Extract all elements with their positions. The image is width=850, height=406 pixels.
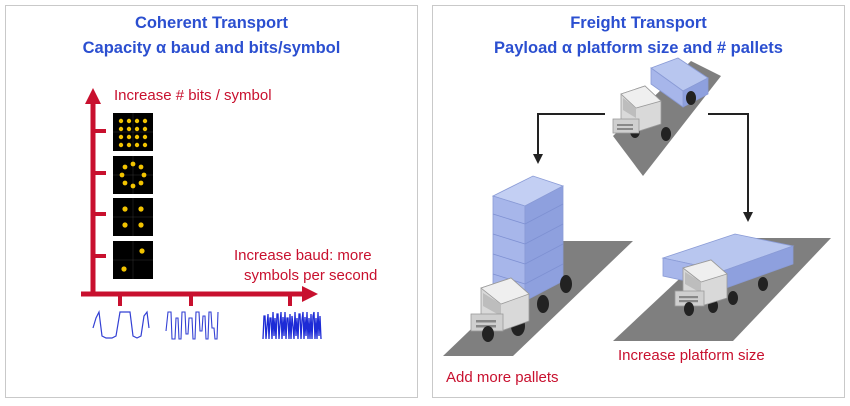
truck-bigger-platform xyxy=(613,233,831,341)
x-axis-label-line2: symbols per second xyxy=(244,267,378,284)
coherent-diagram xyxy=(81,88,322,340)
constellation-qpsk xyxy=(113,198,153,236)
freight-transport-title: Freight Transport xyxy=(570,14,707,32)
x-axis-arrowhead xyxy=(302,286,318,302)
coherent-transport-subtitle: Capacity α baud and bits/symbol xyxy=(82,39,341,57)
constellation-8psk xyxy=(113,156,153,194)
arrow-to-pallets xyxy=(537,113,605,156)
x-axis-label-line1: Increase baud: more xyxy=(234,247,372,264)
truck-original xyxy=(612,57,721,176)
add-pallets-label: Add more pallets xyxy=(446,369,559,386)
freight-transport-subtitle: Payload α platform size and # pallets xyxy=(494,39,783,57)
y-axis-label: Increase # bits / symbol xyxy=(114,87,272,104)
waveform-medium xyxy=(165,311,219,340)
waveform-fast xyxy=(262,311,322,340)
constellation-16qam xyxy=(113,113,153,151)
arrow-to-platform xyxy=(708,113,749,214)
constellation-2point xyxy=(113,241,153,279)
freight-diagram xyxy=(443,57,831,356)
waveform-slow xyxy=(92,309,150,339)
flow-arrows xyxy=(533,113,753,222)
freight-transport-panel: Freight Transport Payload α platform siz… xyxy=(432,5,845,398)
y-axis-arrowhead xyxy=(85,88,101,104)
increase-platform-label: Increase platform size xyxy=(618,347,765,364)
coherent-transport-title: Coherent Transport xyxy=(134,14,289,32)
axes xyxy=(81,88,318,306)
truck-more-pallets xyxy=(443,175,633,356)
coherent-transport-panel: Coherent Transport Capacity α baud and b… xyxy=(5,5,418,398)
